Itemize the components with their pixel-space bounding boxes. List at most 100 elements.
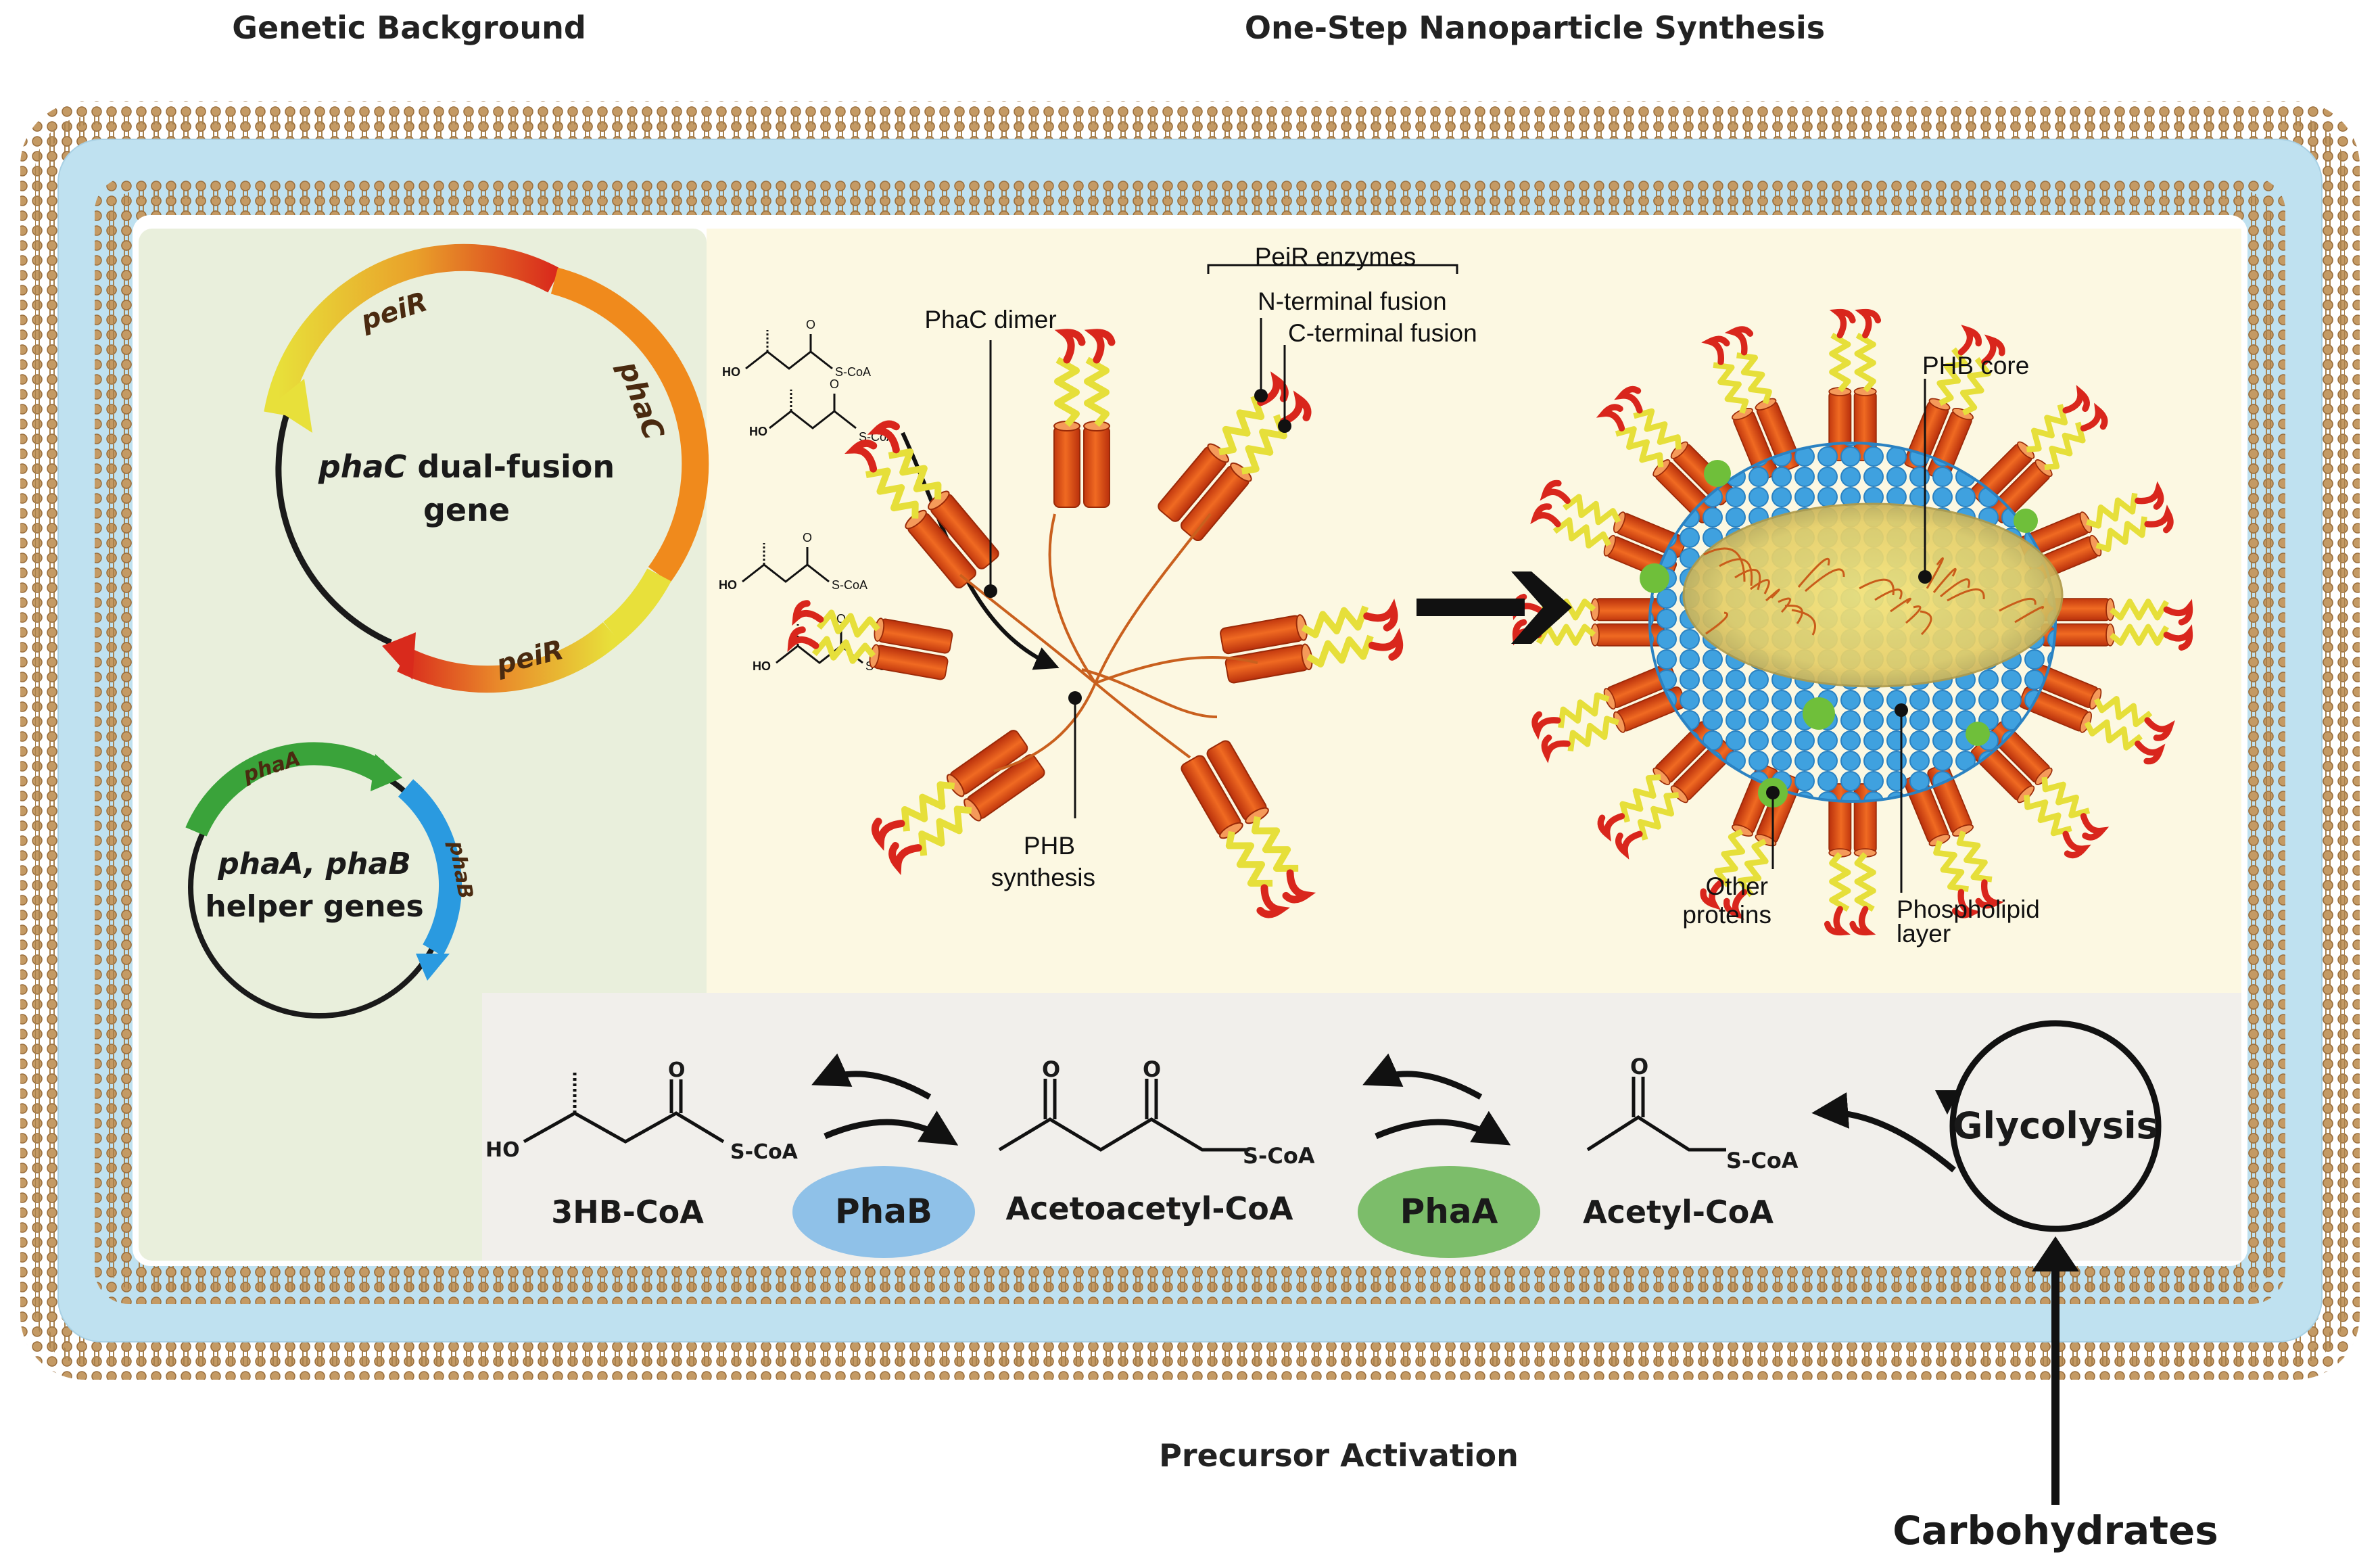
phb-fiber [1797, 557, 1830, 588]
peir-tip [1530, 503, 1561, 528]
segment-phab [398, 779, 462, 956]
plasmid-title-italic: phaC [318, 448, 407, 485]
peir-tip [1701, 335, 1730, 365]
peir-tip [844, 439, 878, 473]
enzyme-phaa-label: PhaA [1400, 1192, 1498, 1231]
phac-dimer-enzyme [1181, 740, 1316, 918]
phb-fiber [1750, 579, 1770, 594]
phb-fiber [2014, 606, 2045, 624]
segment-phaa [185, 742, 385, 837]
peir-domain [1225, 831, 1273, 887]
label-phospholipid-1: Phospholipid [1897, 895, 2040, 923]
plasmid-backbone [275, 398, 392, 646]
plasmid-helper-genes: phaA phaB phaA, phaB helper genes [185, 742, 477, 1019]
peir-tip [1951, 889, 1981, 918]
glycolysis-to-acetyl-arrow [1811, 1092, 1956, 1173]
enzyme-phab [792, 1166, 975, 1258]
peir-domain [1854, 333, 1876, 393]
peir-tip [1957, 325, 1982, 356]
other-protein [1803, 697, 1835, 730]
monomer-4-ho: HO [753, 659, 771, 673]
phb-fiber [1932, 567, 1957, 593]
structure-acetoacetyl-coa [998, 1079, 1250, 1152]
peir-domain [1567, 716, 1619, 752]
segment-phac [550, 267, 709, 583]
peir-tip [792, 600, 824, 626]
peir-tip [1596, 404, 1625, 431]
peir-tip [1363, 599, 1398, 632]
peir-tip [1849, 906, 1876, 936]
reversible-arrows-phaa [1362, 1053, 1511, 1146]
peir-domain [1218, 395, 1265, 456]
peir-tip [888, 842, 922, 876]
nanoparticle [1512, 308, 2193, 936]
peir-domain [1956, 831, 1993, 883]
phb-core [1682, 503, 2064, 688]
phac-monomer [1083, 425, 1110, 508]
plasmid-title-line1: phaC dual-fusion [318, 448, 615, 485]
pathway-atom-labels: HO O S-CoA O O S-CoA O S-CoA [485, 1054, 1799, 1173]
callout-dots [984, 389, 1932, 799]
phac-dimer-enzyme [2041, 598, 2193, 651]
label-phospholipid-2: layer [1897, 920, 1951, 948]
label-phb-synthesis-2: synthesis [991, 864, 1095, 891]
peir-domain [1736, 352, 1772, 404]
helper-title-line1: phaA, phaB [217, 847, 410, 881]
peir-domain [1552, 517, 1612, 548]
phac-dimer-enzyme [787, 600, 953, 680]
peir-tip [1723, 889, 1748, 920]
other-protein [1640, 563, 1669, 593]
peir-tip [1084, 329, 1116, 364]
peir-tip [1541, 734, 1571, 764]
peir-tip [1368, 628, 1404, 661]
phb-fiber [1784, 605, 1803, 624]
peir-domain [2041, 776, 2091, 818]
peir-tip [2080, 402, 2108, 431]
label-other-proteins-1: Other [1705, 872, 1768, 900]
enzyme-phaa [1358, 1166, 1540, 1258]
atom-o-aceto-1: O [1042, 1056, 1060, 1082]
enzyme-phab-label: PhaB [835, 1192, 932, 1231]
phb-fiber [1791, 609, 1816, 636]
peir-domain [1713, 362, 1749, 414]
label-n-terminal-fusion: N-terminal fusion [1258, 287, 1447, 315]
peir-tip [787, 626, 819, 653]
peir-domain [1637, 792, 1679, 841]
monomer-2-o: O [830, 377, 839, 391]
compound-3hb-coa: 3HB-CoA [551, 1194, 704, 1230]
peir-tip [2062, 385, 2090, 414]
phb-fiber [1947, 588, 1985, 602]
peir-tip [1279, 390, 1312, 425]
peir-domain [865, 467, 919, 519]
peir-domain [1619, 774, 1661, 823]
peir-domain [2093, 696, 2153, 728]
header-precursor-activation: Precursor Activation [1159, 1437, 1519, 1474]
phac-dimer-enzyme [2018, 481, 2174, 582]
glycolysis-label: Glycolysis [1953, 1104, 2158, 1147]
peir-domain [1563, 494, 1621, 525]
phb-fiber [1719, 558, 1753, 586]
segment-phaa-arrowhead [371, 754, 402, 791]
phac-monomer [1053, 425, 1080, 508]
carbohydrate-arrow-head [2032, 1236, 2079, 1271]
peir-tip [2080, 813, 2110, 841]
peir-domain [1615, 426, 1664, 468]
compound-acetyl-coa: Acetyl-CoA [1583, 1194, 1774, 1230]
peir-tip [2163, 599, 2193, 626]
peir-tip [1054, 329, 1086, 364]
segment-yellow [603, 568, 671, 643]
peir-tip [2135, 481, 2164, 510]
peir-tip [1829, 308, 1856, 339]
peir-tip [871, 817, 905, 851]
peir-domain [2026, 404, 2068, 452]
phb-strands [959, 513, 1258, 772]
peir-domain [2024, 795, 2072, 837]
phac-dimer-enzyme [1220, 599, 1404, 684]
peir-tip [867, 420, 900, 454]
peir-tip [1531, 711, 1561, 740]
label-phb-core: PHB core [1922, 352, 2029, 379]
phb-fiber [1890, 597, 1911, 613]
peir-domain [2084, 719, 2143, 751]
label-phac-dimer: PhaC dimer [924, 306, 1056, 333]
phb-fiber [1778, 597, 1791, 613]
